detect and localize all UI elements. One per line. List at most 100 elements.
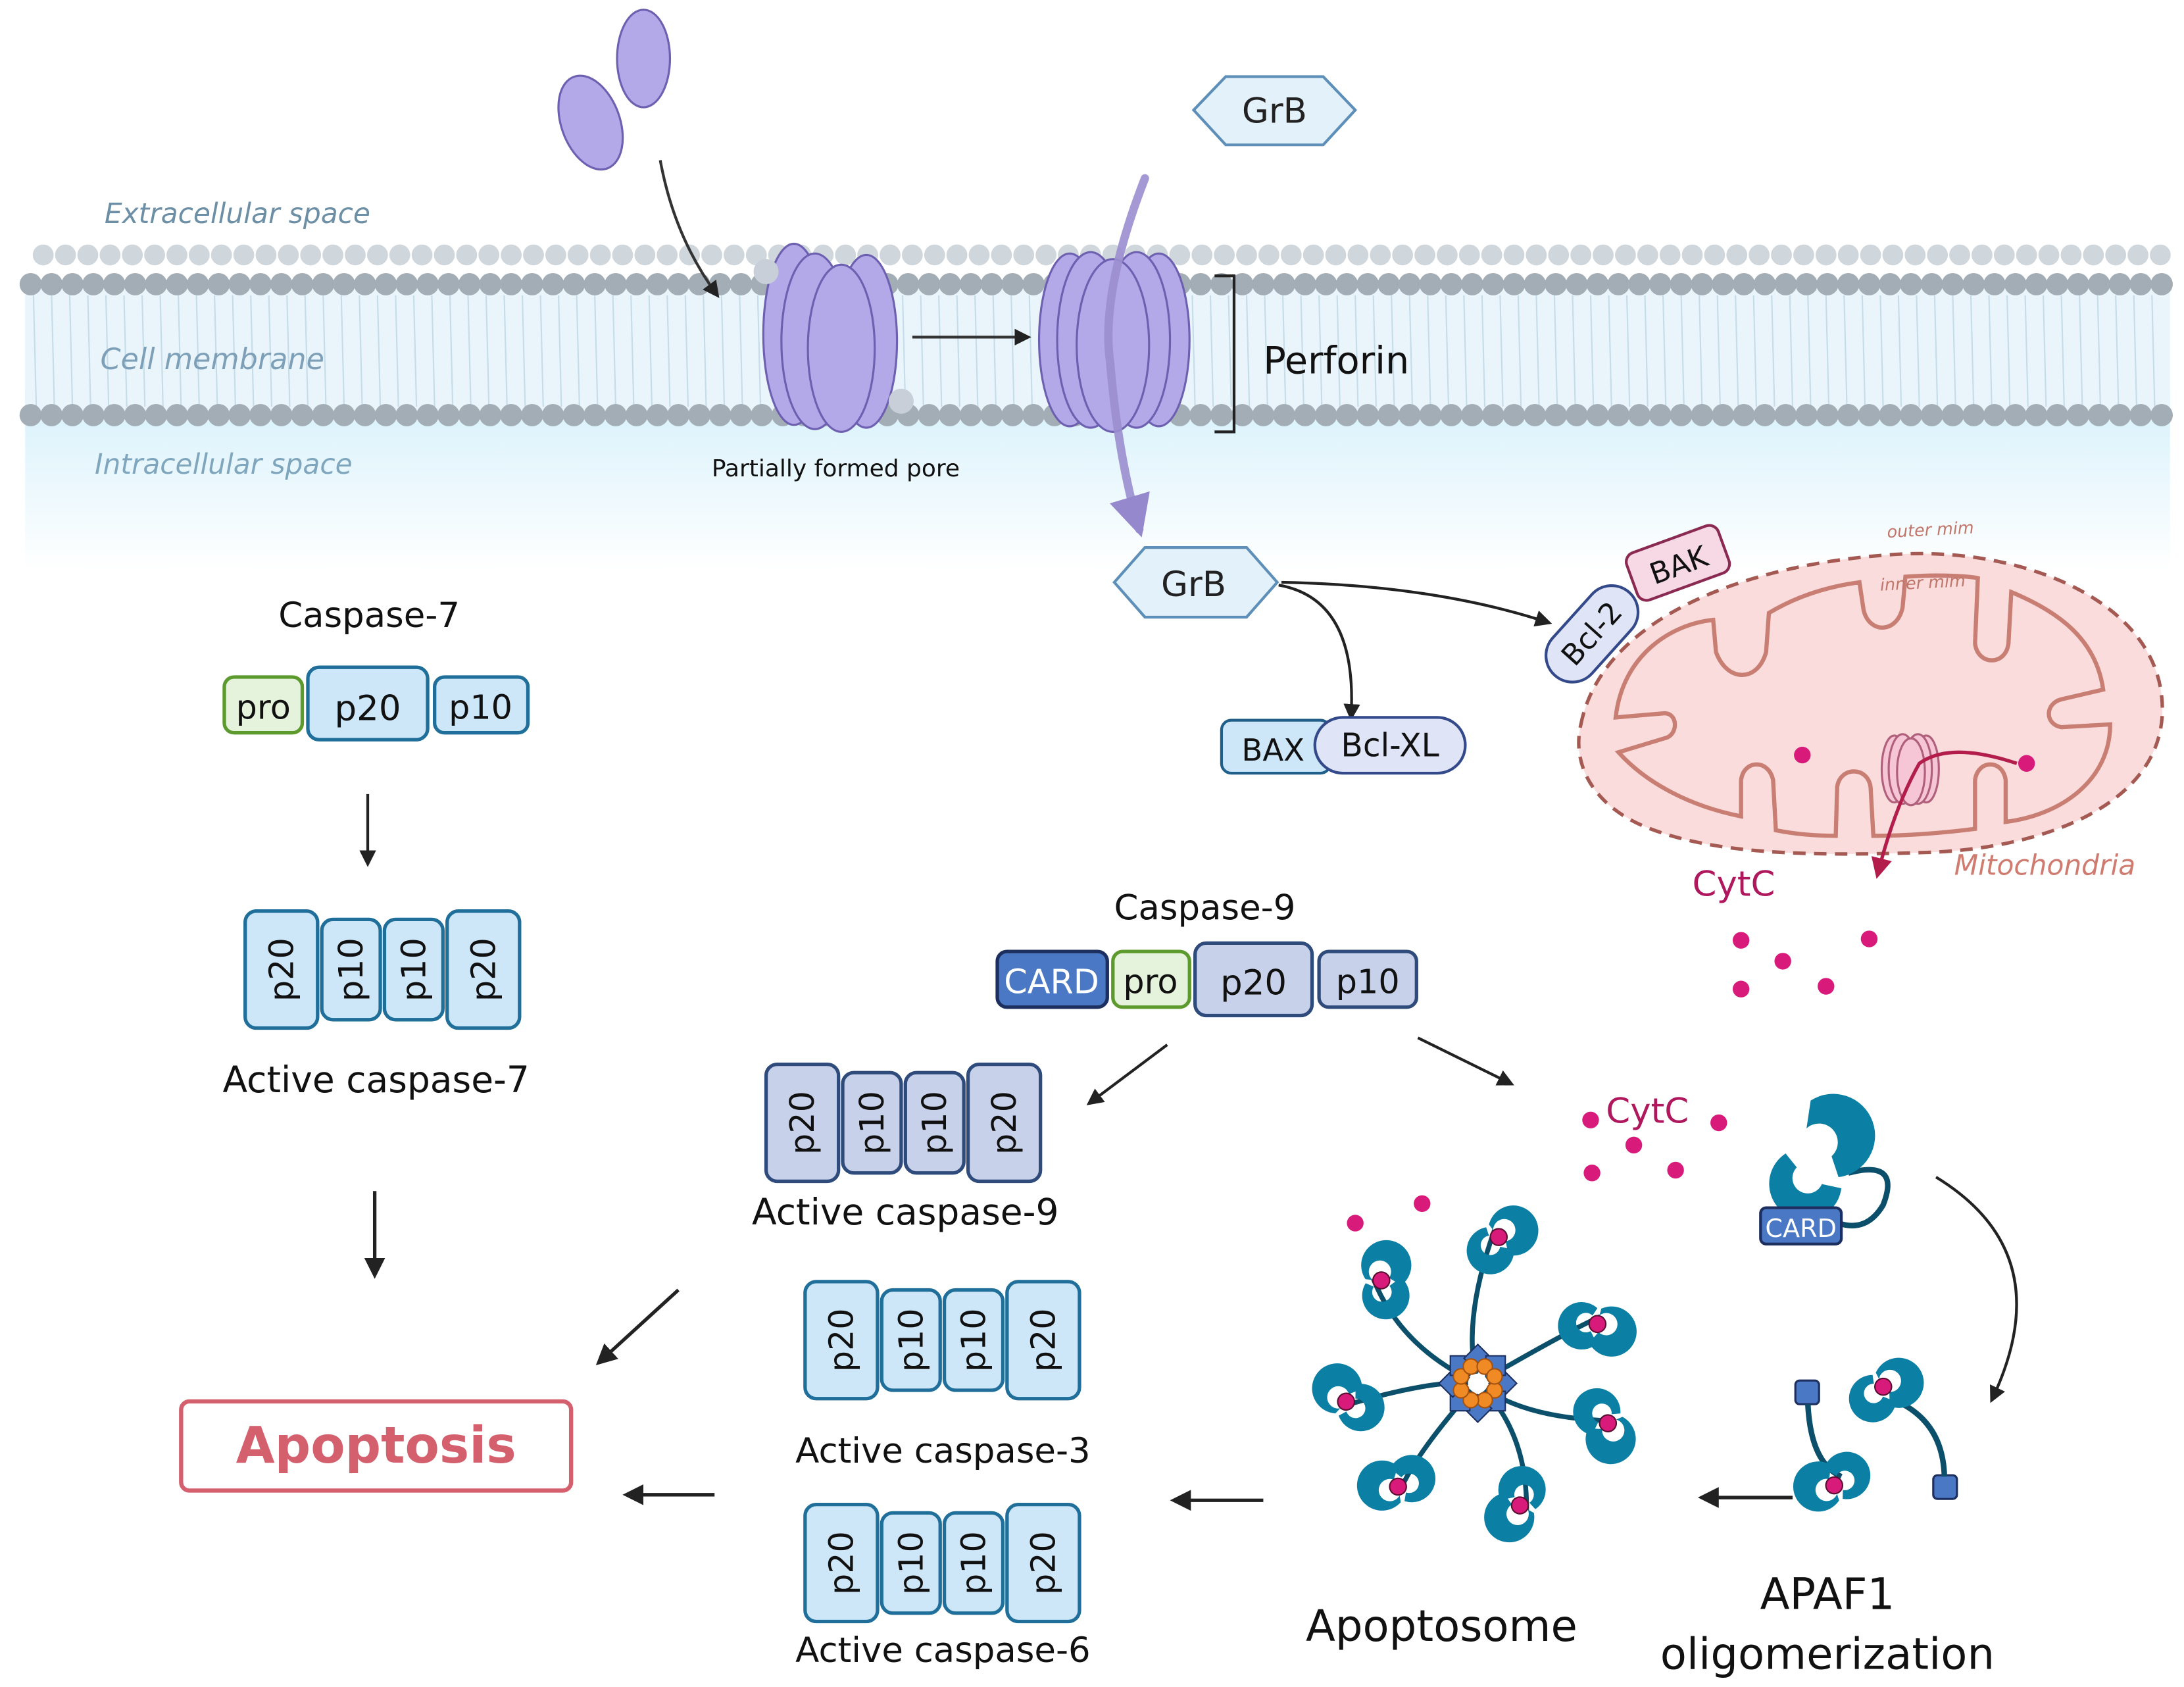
caspase7-title: Caspase-7 [278,595,460,636]
card-domain [995,949,1109,1009]
lipid-head [145,272,168,295]
lipid-head [456,244,478,266]
lipid-head [1712,272,1735,295]
lipid-head [2150,272,2173,295]
bclxl-label: Bcl-XL [1341,728,1439,765]
active-caspase7-label: Active caspase-7 [223,1059,530,1101]
granzyme-entry-path [1104,174,1150,538]
lipid-head [612,244,633,266]
lipid-head [2083,244,2104,266]
lipid-head [291,272,314,295]
arrow-casp9-to-active [1086,1044,1168,1105]
lipid-head [1920,272,1943,295]
lipid-head [946,244,968,266]
full-perforin-pore [1037,251,1191,433]
perforin-monomer [616,9,672,109]
caspase-subunit-p10 [942,1511,1005,1615]
lipid-head [479,272,502,295]
cytc-cluster-top [1732,930,1878,997]
lipid-head [1900,404,1922,426]
lipid-head [207,404,230,426]
lipid-head [1670,404,1693,426]
lipid-head [1732,272,1755,295]
lipid-head [1837,272,1860,295]
lipid-head [145,404,168,426]
apoptosome-wheel [1312,1205,1637,1543]
lipid-head [1927,244,1948,266]
lipid-head [1398,404,1421,426]
caspase-subunit-label: p10 [853,1091,891,1155]
lipid-head [1189,272,1212,295]
caspase-subunit-p10 [880,1511,942,1615]
lipid-head [583,272,607,295]
caspase-subunit-p20 [966,1062,1043,1184]
svg-text:p20: p20 [1220,963,1287,1003]
lipid-head [124,404,147,426]
lipid-head [255,244,277,266]
lipid-head [312,272,335,295]
p10-domain [1317,949,1418,1009]
lipid-head [1565,404,1588,426]
perforin-label: Perforin [1263,339,1409,382]
caspase-subunit-p10 [942,1288,1005,1392]
caspase-subunit-label: p20 [822,1308,860,1372]
apaf1-card-label: CARD [1765,1214,1837,1243]
lipid-head [880,244,901,266]
caspase-subunit-label: p10 [955,1531,993,1595]
lipid-head [2108,272,2131,295]
caspase-subunit-p10 [903,1070,966,1175]
lipid-head [1858,272,1881,295]
lipid-head [1356,404,1379,426]
region-label-intracellular: Intracellular space [95,448,353,480]
caspase-subunit-p20 [445,909,522,1030]
lipid-head [1586,272,1609,295]
cytc-dot [1667,1161,1684,1179]
lipid-head [1214,244,1235,266]
lipid-head [458,404,481,426]
cytc-dot [1389,1477,1407,1496]
lipid-head [980,404,1003,426]
caspase-subunit-p20 [764,1062,841,1184]
cytc-dot [1588,1315,1607,1334]
apaf1-oligomer-pair [1793,1357,1958,1512]
lipid-head [1816,404,1839,426]
caspase-subunit-label: p10 [955,1308,993,1372]
perforin-bracket [1214,274,1236,434]
lipid-head [1774,404,1797,426]
lipid-head [1210,404,1233,426]
apaf1-subunit [1356,1455,1435,1511]
lipid-head [1370,244,1391,266]
caspase-subunit-label: p10 [915,1091,954,1155]
lipid-head [1231,272,1254,295]
lipid-head [1837,404,1860,426]
cytc-dot [1599,1414,1618,1432]
lipid-head [1941,272,1964,295]
caspase-subunit-label: p20 [1024,1308,1062,1372]
caspase9-title: Caspase-9 [1114,888,1296,928]
lipid-head [300,244,322,266]
lipid-head [291,404,314,426]
lipid-head [353,404,376,426]
granzyme-b-outside: GrB [1191,75,1358,147]
lipid-head [479,404,502,426]
lipid-head [1565,272,1588,295]
lipid-head [604,404,627,426]
lipid-head [1691,272,1714,295]
cytc-dot [1625,1136,1643,1154]
lipid-head [2016,244,2037,266]
arrow-grb-to-mito [1281,580,1552,627]
lipid-head [520,404,543,426]
lipid-head [458,272,481,295]
cytc-dot [1860,930,1878,947]
lipid-head [374,272,397,295]
lipid-head [583,404,607,426]
lipid-head [124,272,147,295]
grb-outside-label: GrB [1242,91,1307,131]
lipid-head [103,272,126,295]
lipid-head [2025,272,2048,295]
lipid-head [1649,404,1672,426]
cytc-label-bottom: CytC [1606,1092,1689,1132]
lipid-head [1377,272,1400,295]
lipid-head [2046,404,2069,426]
